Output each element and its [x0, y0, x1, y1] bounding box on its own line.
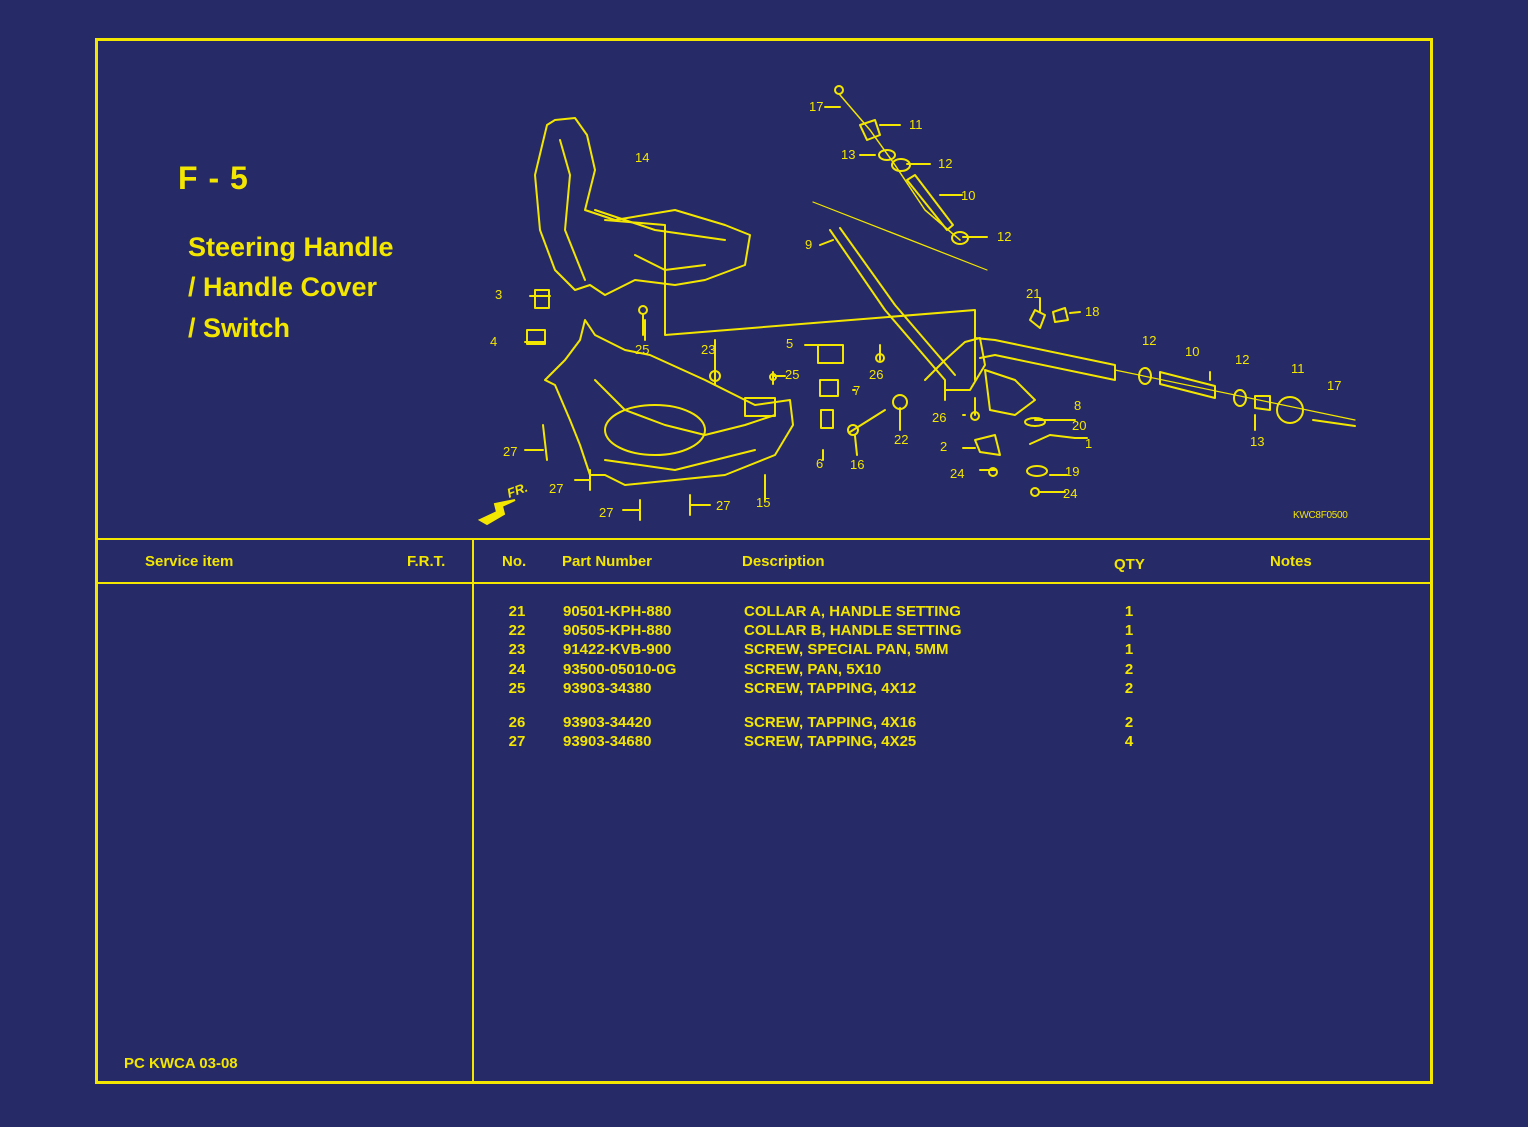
callout-10-right: 10: [1185, 344, 1199, 359]
row-part-number: 93500-05010-0G: [563, 661, 677, 678]
row-qty: 2: [1124, 680, 1134, 697]
figure-code: KWC8F0500: [1293, 510, 1348, 521]
callout-11: 11: [909, 117, 923, 132]
callout-26: 26: [869, 367, 883, 382]
row-no: 24: [508, 661, 526, 678]
header-description: Description: [742, 553, 825, 570]
row-description: SCREW, PAN, 5X10: [744, 661, 882, 678]
callout-12-far-right: 12: [1235, 352, 1249, 367]
callout-17-right: 17: [1327, 378, 1341, 393]
header-no: No.: [502, 553, 527, 570]
callout-11-right: 11: [1291, 361, 1305, 376]
row-no: 23: [508, 641, 526, 658]
row-part-number: 90505-KPH-880: [563, 622, 672, 639]
callout-14: 14: [635, 150, 649, 165]
callout-8: 8: [1074, 398, 1081, 413]
row-part-number: 91422-KVB-900: [563, 641, 672, 658]
row-part-number: 90501-KPH-880: [563, 603, 672, 620]
lower-handle-cover: [544, 319, 794, 486]
callout-5: 5: [786, 336, 793, 351]
callout-27-d: 27: [716, 498, 730, 513]
service-column-divider: [472, 538, 474, 1081]
callout-10: 10: [961, 188, 975, 203]
callout-13-right: 13: [1250, 434, 1264, 449]
callout-27-b: 27: [549, 481, 563, 496]
callout-19: 19: [1065, 464, 1079, 479]
section-title-line-1: Steering Handle: [188, 232, 394, 262]
page-code: F - 5: [178, 160, 249, 196]
upper-handle-cover: [534, 117, 751, 296]
callout-6: 6: [816, 456, 823, 471]
callout-18: 18: [1085, 304, 1099, 319]
row-no: 22: [508, 622, 526, 639]
row-part-number: 93903-34420: [563, 714, 652, 731]
page-frame: [95, 38, 1433, 1084]
callout-25-right: 25: [785, 367, 799, 382]
callout-21: 21: [1026, 286, 1040, 301]
table-header-divider: [98, 582, 1430, 584]
row-description: COLLAR B, HANDLE SETTING: [744, 622, 962, 639]
header-notes: Notes: [1270, 553, 1312, 570]
callout-1: 1: [1085, 436, 1092, 451]
callout-16: 16: [850, 457, 864, 472]
switch-part-3: [534, 289, 550, 309]
row-no: 21: [508, 603, 526, 620]
callout-2: 2: [940, 439, 947, 454]
switch-part-4: [526, 329, 546, 345]
callout-26-lower: 26: [932, 410, 946, 425]
handle-pipe: [829, 229, 946, 401]
row-qty: 2: [1124, 661, 1134, 678]
row-description: SCREW, TAPPING, 4X12: [744, 680, 917, 697]
row-qty: 2: [1124, 714, 1134, 731]
row-qty: 1: [1124, 622, 1134, 639]
callout-9: 9: [805, 237, 812, 252]
front-marker-label: FR.: [505, 480, 530, 501]
callout-13: 13: [841, 147, 855, 162]
header-service-item: Service item: [145, 553, 234, 570]
header-frt: F.R.T.: [407, 553, 446, 570]
row-no: 26: [508, 714, 526, 731]
section-title-line-3: / Switch: [188, 313, 291, 343]
callout-24-lower: 24: [1063, 486, 1077, 501]
row-description: SCREW, TAPPING, 4X25: [744, 733, 917, 750]
row-no: 27: [508, 733, 526, 750]
section-title-line-2: / Handle Cover: [188, 272, 378, 302]
callout-3: 3: [495, 287, 502, 302]
callout-22: 22: [894, 432, 908, 447]
callout-15: 15: [756, 495, 770, 510]
front-arrow-icon: [477, 499, 516, 526]
diagram-divider: [98, 538, 1430, 540]
callout-12-right: 12: [1142, 333, 1156, 348]
switch-part-6: [820, 409, 834, 429]
row-part-number: 93903-34680: [563, 733, 652, 750]
header-qty: QTY: [1114, 556, 1145, 573]
callout-7: 7: [853, 383, 860, 398]
exploded-parts-diagram: FR. 1 2 3 4 5 6 7 8 9 10 10 11 11 12 12 …: [477, 85, 1356, 526]
row-qty: 1: [1124, 603, 1134, 620]
row-description: COLLAR A, HANDLE SETTING: [744, 603, 961, 620]
callout-20: 20: [1072, 418, 1086, 433]
row-no: 25: [508, 680, 526, 697]
callout-27: 27: [503, 444, 517, 459]
callout-12: 12: [938, 156, 952, 171]
callout-12-lower: 12: [997, 229, 1011, 244]
row-qty: 1: [1124, 641, 1134, 658]
callout-17: 17: [809, 99, 823, 114]
footer-page-code: PC KWCA 03-08: [124, 1055, 238, 1072]
callout-25: 25: [635, 342, 649, 357]
row-description: SCREW, SPECIAL PAN, 5MM: [744, 641, 949, 658]
row-qty: 4: [1124, 733, 1134, 750]
callout-23: 23: [701, 342, 715, 357]
callout-4: 4: [490, 334, 497, 349]
row-part-number: 93903-34380: [563, 680, 652, 697]
callout-27-c: 27: [599, 505, 613, 520]
switch-part-7: [819, 379, 839, 397]
switch-part-5: [817, 344, 844, 364]
header-part-number: Part Number: [562, 553, 653, 570]
callout-24: 24: [950, 466, 964, 481]
row-description: SCREW, TAPPING, 4X16: [744, 714, 917, 731]
